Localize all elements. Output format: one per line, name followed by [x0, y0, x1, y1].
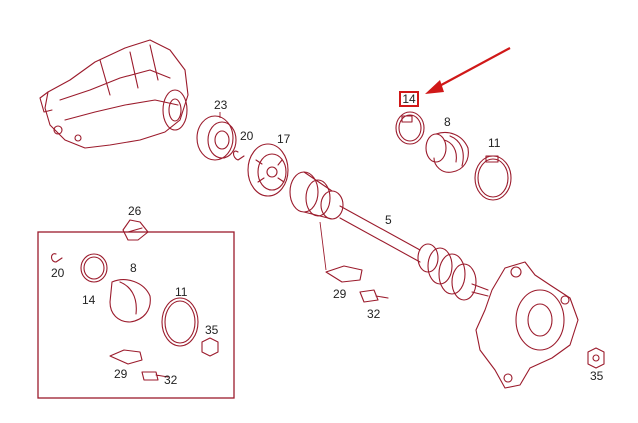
callout-29-box: 29: [114, 367, 128, 381]
part-8-boot: [425, 131, 469, 173]
callout-17: 17: [277, 132, 291, 146]
red-pointer-arrow: [425, 47, 511, 94]
callout-35-outer: 35: [590, 369, 604, 383]
part-14-clamp: [395, 111, 425, 145]
part-17-cv-joint: [247, 143, 289, 197]
callout-14-highlighted: 14: [399, 91, 419, 107]
callout-11-top: 11: [488, 136, 501, 150]
callout-29-outer: 29: [333, 287, 347, 301]
repair-kit-box: [37, 219, 235, 399]
callout-35-box: 35: [205, 323, 219, 337]
callout-20-top: 20: [240, 129, 254, 143]
wheel-hub-carrier: [475, 261, 579, 389]
callout-32-box: 32: [164, 373, 178, 387]
callout-20-box: 20: [51, 266, 65, 280]
part-35-nut-outer: [587, 347, 605, 369]
callout-5: 5: [385, 213, 392, 227]
part-20-circlip: [232, 150, 245, 161]
callout-11-box: 11: [175, 285, 188, 299]
part-32-bolt-outer: [359, 289, 389, 303]
part-29-plate-outer: [325, 265, 363, 283]
callout-26: 26: [128, 204, 142, 218]
part-11-clamp-ring: [474, 155, 512, 201]
part-5-drive-shaft: [289, 171, 489, 301]
part-23-bearing: [196, 112, 237, 161]
callout-23: 23: [214, 98, 228, 112]
callout-14-box: 14: [82, 293, 96, 307]
callout-8-top: 8: [444, 115, 451, 129]
callout-8-box: 8: [130, 261, 137, 275]
callout-32-outer: 32: [367, 307, 381, 321]
differential-housing: [39, 39, 189, 149]
